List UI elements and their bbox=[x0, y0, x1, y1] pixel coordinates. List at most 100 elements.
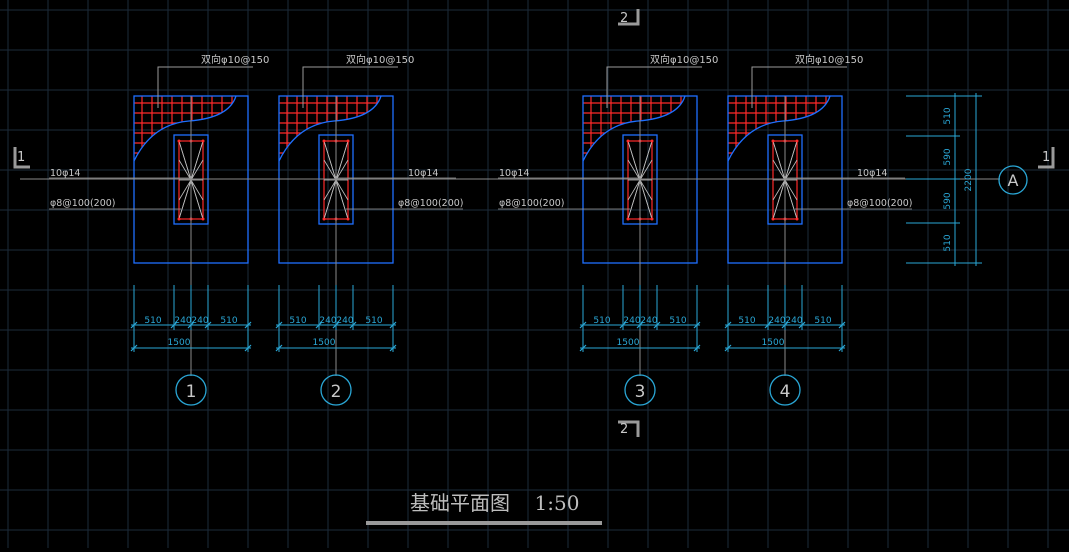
axis-label-1: 1 bbox=[186, 382, 197, 402]
rebar-dot bbox=[177, 217, 181, 221]
dim-value: 510 bbox=[144, 316, 161, 326]
rebar-dot bbox=[626, 217, 630, 221]
rebar-break-curve bbox=[133, 95, 237, 162]
dim-tick bbox=[781, 321, 789, 329]
dim-total: 1500 bbox=[168, 338, 191, 348]
column-cross-line bbox=[190, 179, 204, 220]
rebar-note-2: 双向φ10@150 bbox=[346, 53, 414, 66]
rebar-mesh bbox=[583, 96, 685, 161]
right-dim-4: 510 bbox=[943, 234, 953, 251]
dim-tick bbox=[130, 321, 138, 329]
dim-value: 240 bbox=[174, 316, 191, 326]
column-cross-line bbox=[335, 179, 349, 220]
right-dim-2: 590 bbox=[943, 148, 953, 165]
rebar-break-curve bbox=[727, 95, 831, 162]
stirrup-label-3: φ8@100(200) bbox=[499, 198, 565, 209]
rebar-note-4: 双向φ10@150 bbox=[795, 53, 863, 66]
rebar-mesh bbox=[134, 96, 236, 161]
right-dim-1: 510 bbox=[943, 107, 953, 124]
column-cross-line bbox=[784, 179, 798, 220]
dim-tick bbox=[636, 321, 644, 329]
dim-value: 510 bbox=[738, 316, 755, 326]
axis-label-2: 2 bbox=[331, 382, 342, 402]
column-cross-line bbox=[178, 179, 192, 220]
bar-label-4: 10φ14 bbox=[857, 168, 887, 179]
column-cross-line bbox=[639, 140, 653, 181]
dim-tick bbox=[579, 321, 587, 329]
column-cross-line bbox=[627, 179, 641, 220]
dim-total-tick bbox=[724, 344, 732, 352]
section-2-top-label: 2 bbox=[620, 11, 628, 26]
axis-label-3: 3 bbox=[635, 382, 646, 402]
rebar-dot bbox=[201, 139, 205, 143]
rebar-dot bbox=[626, 139, 630, 143]
rebar-dot bbox=[322, 217, 326, 221]
dim-value: 510 bbox=[669, 316, 686, 326]
column-cross-line bbox=[178, 140, 192, 181]
dim-value: 240 bbox=[623, 316, 640, 326]
rebar-dot bbox=[795, 217, 799, 221]
column-cross-line bbox=[323, 179, 337, 220]
rebar-mesh bbox=[279, 96, 381, 161]
axis-label-4: 4 bbox=[780, 382, 791, 402]
rebar-dot bbox=[795, 139, 799, 143]
dim-total-tick bbox=[838, 344, 846, 352]
section-2-bottom-mark bbox=[618, 420, 640, 437]
column-cross-line bbox=[784, 140, 798, 181]
dim-total: 1500 bbox=[313, 338, 336, 348]
dim-value: 240 bbox=[785, 316, 802, 326]
column-cross-line bbox=[323, 140, 337, 181]
dim-value: 240 bbox=[319, 316, 336, 326]
rebar-mesh bbox=[728, 96, 830, 161]
bar-label-2: 10φ14 bbox=[408, 168, 438, 179]
rebar-dot bbox=[177, 139, 181, 143]
dim-value: 510 bbox=[289, 316, 306, 326]
dim-total-tick bbox=[244, 344, 252, 352]
bar-label-1: 10φ14 bbox=[50, 168, 80, 179]
column-cross-line bbox=[627, 140, 641, 181]
rebar-note-leader bbox=[302, 66, 398, 108]
dim-total-tick bbox=[275, 344, 283, 352]
dim-tick bbox=[764, 321, 772, 329]
dim-tick bbox=[389, 321, 397, 329]
dim-total: 1500 bbox=[617, 338, 640, 348]
column-cross-line bbox=[639, 179, 653, 220]
rebar-dot bbox=[650, 217, 654, 221]
axis-a-bubble[interactable] bbox=[998, 165, 1028, 195]
dim-value: 510 bbox=[814, 316, 831, 326]
dim-tick bbox=[204, 321, 212, 329]
axis-bubble-3 bbox=[624, 374, 656, 406]
dim-total-tick bbox=[579, 344, 587, 352]
axis-bubble-1 bbox=[175, 374, 207, 406]
section-2-top-mark bbox=[618, 9, 640, 26]
dim-tick bbox=[349, 321, 357, 329]
stirrup-label-4: φ8@100(200) bbox=[847, 198, 913, 209]
dim-tick bbox=[798, 321, 806, 329]
drawing-title: 基础平面图 bbox=[410, 491, 510, 515]
dim-value: 510 bbox=[365, 316, 382, 326]
section-1-left-label: 1 bbox=[17, 150, 25, 165]
dim-value: 240 bbox=[336, 316, 353, 326]
stirrup-label-2: φ8@100(200) bbox=[398, 198, 464, 209]
rebar-dot bbox=[346, 217, 350, 221]
dim-tick bbox=[275, 321, 283, 329]
dim-total-tick bbox=[130, 344, 138, 352]
axis-bubble-4 bbox=[769, 374, 801, 406]
dim-tick bbox=[724, 321, 732, 329]
rebar-dot bbox=[346, 139, 350, 143]
axis-a-label: A bbox=[1008, 171, 1019, 190]
dim-tick bbox=[170, 321, 178, 329]
rebar-dot bbox=[771, 139, 775, 143]
rebar-note-leader bbox=[751, 66, 847, 108]
dim-value: 240 bbox=[191, 316, 208, 326]
rebar-note-1: 双向φ10@150 bbox=[201, 53, 269, 66]
stirrup-label-1: φ8@100(200) bbox=[50, 198, 116, 209]
section-1-left-mark bbox=[13, 147, 30, 169]
column-cross-line bbox=[190, 140, 204, 181]
column-cross-line bbox=[335, 140, 349, 181]
dim-value: 510 bbox=[220, 316, 237, 326]
